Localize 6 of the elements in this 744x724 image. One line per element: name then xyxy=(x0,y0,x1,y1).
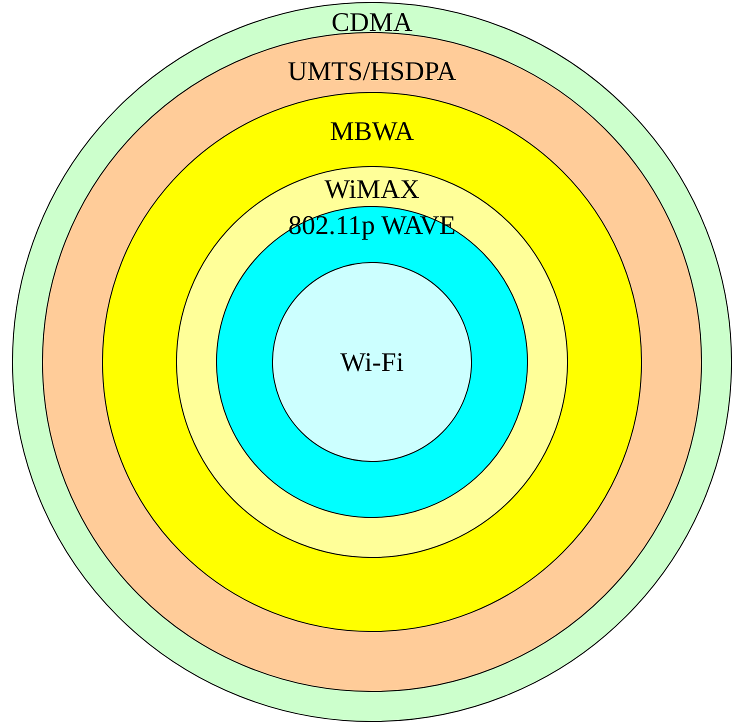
ring-label: MBWA xyxy=(330,116,414,146)
ring-label: WiMAX xyxy=(324,174,420,204)
ring-label: CDMA xyxy=(331,7,412,37)
ring-label: 802.11p WAVE xyxy=(288,210,456,240)
ring-label: UMTS/HSDPA xyxy=(288,56,456,86)
ring-label: Wi-Fi xyxy=(340,347,404,377)
